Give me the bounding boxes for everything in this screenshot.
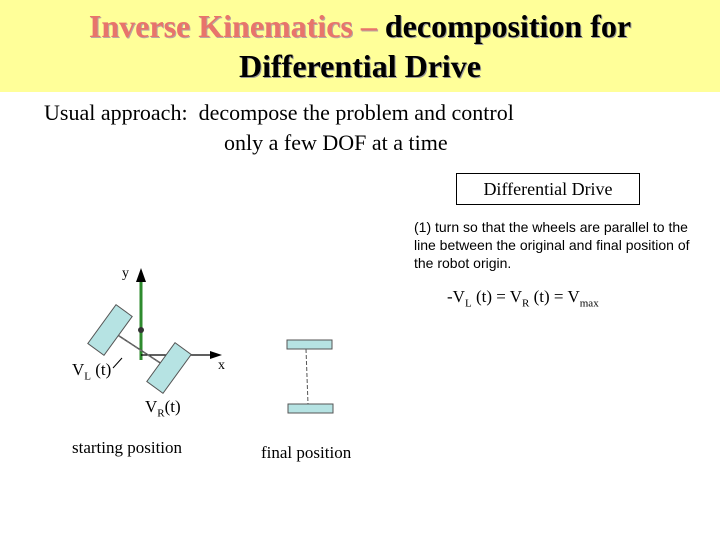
eq-mid1: (t) = V bbox=[471, 287, 523, 306]
approach-line2: only a few DOF at a time bbox=[224, 130, 448, 155]
final-robot bbox=[286, 339, 334, 414]
title-band bbox=[0, 0, 720, 92]
final-bottom-wheel bbox=[287, 403, 334, 414]
eq-sub-max: max bbox=[579, 297, 599, 310]
final-axle bbox=[305, 348, 309, 405]
vl-label: VL (t) bbox=[72, 360, 111, 382]
approach-text: Usual approach: decompose the problem an… bbox=[44, 98, 514, 158]
eq-mid2: (t) = V bbox=[529, 287, 580, 306]
eq-sub-r: R bbox=[522, 297, 530, 310]
vr-sub: R bbox=[157, 407, 165, 420]
y-axis-label: y bbox=[122, 266, 129, 281]
approach-label: Usual approach: bbox=[44, 100, 188, 125]
starting-robot bbox=[87, 304, 192, 394]
final-top-wheel bbox=[286, 339, 333, 350]
vr-main: V bbox=[145, 397, 158, 416]
approach-line1: decompose the problem and control bbox=[198, 100, 514, 125]
vl-tail: (t) bbox=[91, 360, 112, 379]
starting-position-caption: starting position bbox=[72, 438, 183, 457]
differential-drive-box: Differential Drive bbox=[456, 173, 640, 205]
title-line1-rest: decomposition for bbox=[384, 8, 632, 44]
y-axis-arrowhead bbox=[136, 268, 146, 282]
start-robot-origin bbox=[138, 327, 144, 333]
x-axis-label: x bbox=[218, 358, 225, 373]
eq-sub-l: L bbox=[464, 297, 472, 310]
vl-pointer bbox=[112, 357, 123, 369]
eq-prefix: -V bbox=[447, 287, 465, 306]
vl-sub: L bbox=[84, 370, 92, 383]
x-axis-arrowhead bbox=[210, 351, 222, 359]
velocity-equation: -VL (t) = VR (t) = Vmax bbox=[447, 287, 599, 309]
final-position-caption: final position bbox=[261, 443, 352, 462]
slide-title: Inverse Kinematics – decomposition for D… bbox=[0, 6, 720, 86]
step-1-text: (1) turn so that the wheels are parallel… bbox=[414, 219, 690, 271]
vr-tail: (t) bbox=[164, 397, 181, 416]
vr-label: VR(t) bbox=[145, 397, 181, 419]
start-left-wheel bbox=[87, 304, 133, 356]
title-line2: Differential Drive bbox=[239, 48, 481, 84]
title-highlight: Inverse Kinematics – bbox=[88, 8, 385, 44]
vl-main: V bbox=[72, 360, 85, 379]
start-right-wheel bbox=[146, 342, 192, 394]
